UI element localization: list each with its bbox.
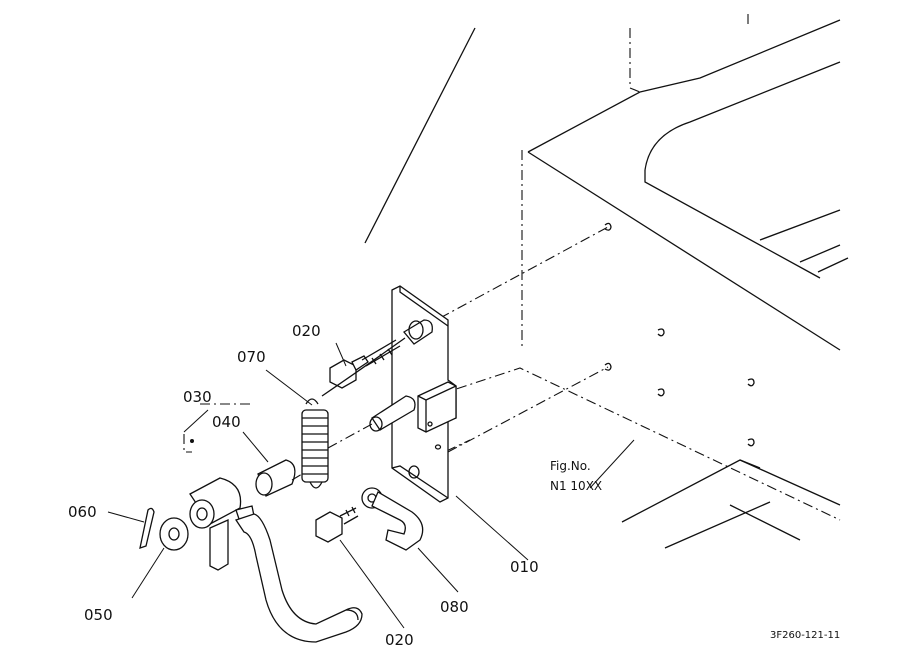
lever-030 bbox=[189, 477, 363, 643]
part-label-070: 070 bbox=[237, 348, 266, 366]
part-label-040: 040 bbox=[212, 413, 241, 431]
figure-ref-label: Fig.No. bbox=[550, 459, 591, 473]
collar-040 bbox=[255, 459, 303, 497]
washer-050 bbox=[159, 517, 189, 551]
part-label-020-upper: 020 bbox=[292, 322, 321, 340]
part-label-050: 050 bbox=[84, 606, 113, 624]
machine-body-outline bbox=[364, 14, 849, 549]
clamp-080 bbox=[361, 487, 424, 551]
spring-070 bbox=[301, 337, 406, 489]
part-label-030: 030 bbox=[183, 388, 212, 406]
part-label-060: 060 bbox=[68, 503, 97, 521]
leader-lines bbox=[107, 342, 635, 629]
figure-ref-number: N1 10XX bbox=[550, 479, 602, 493]
part-label-020-lower: 020 bbox=[385, 631, 414, 649]
part-label-080: 080 bbox=[440, 598, 469, 616]
bracket-plate-010 bbox=[369, 285, 457, 503]
part-label-010: 010 bbox=[510, 558, 539, 576]
dot-marker bbox=[190, 439, 194, 443]
cotter-pin-060 bbox=[139, 507, 155, 549]
drawing-code: 3F260-121-11 bbox=[770, 630, 840, 641]
bolt-020-lower bbox=[315, 506, 359, 543]
bolt-020-upper bbox=[329, 339, 401, 389]
